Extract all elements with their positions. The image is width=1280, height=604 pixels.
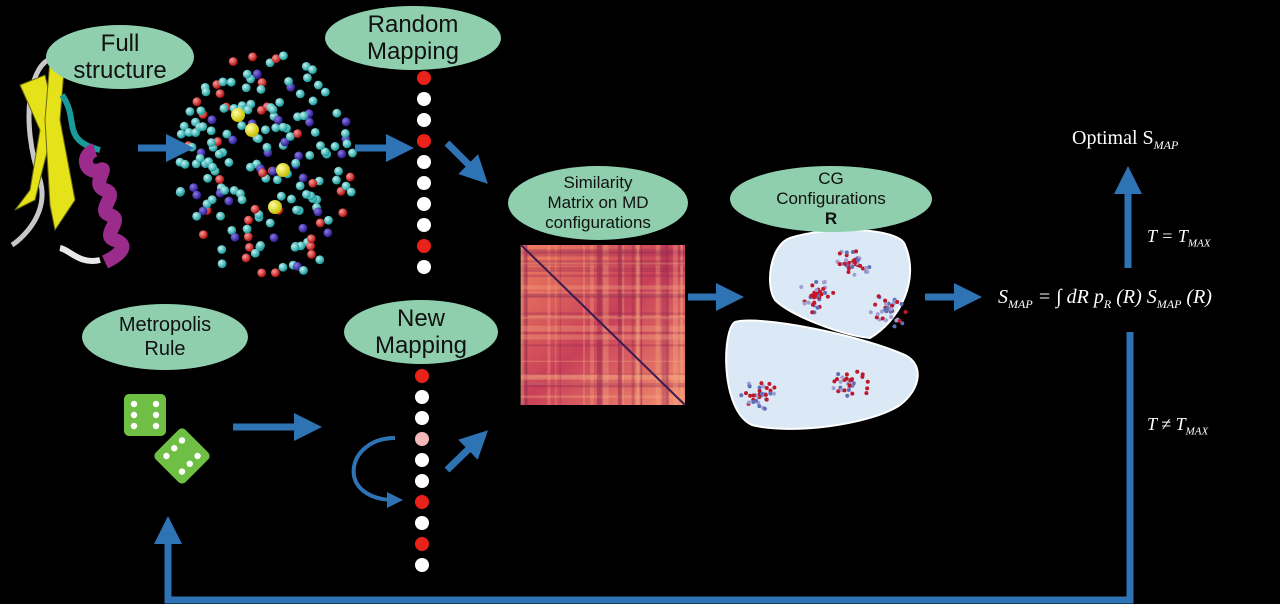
dice-icon xyxy=(124,394,210,484)
mapping-site xyxy=(415,537,429,551)
mapping-site xyxy=(417,239,431,253)
random-mapping-sites xyxy=(417,71,431,274)
mapping-site xyxy=(415,516,429,530)
new-mapping-label: New Mapping xyxy=(374,305,468,359)
mapping-site xyxy=(417,92,431,106)
metropolis-rule-label: Metropolis Rule xyxy=(118,314,212,360)
mapping-site xyxy=(415,453,429,467)
mapping-site xyxy=(417,113,431,127)
arrow-swap-loop xyxy=(351,436,403,508)
cg-configurations-bubble: CG Configurations R xyxy=(730,166,932,232)
mapping-site xyxy=(417,218,431,232)
mapping-site xyxy=(417,176,431,190)
random-mapping-label: Random Mapping xyxy=(366,11,460,65)
full-structure-bubble: Full structure xyxy=(46,25,194,89)
full-structure-label: Full structure xyxy=(73,30,167,84)
mapping-site xyxy=(415,390,429,404)
similarity-matrix-bubble: Similarity Matrix on MD configurations xyxy=(508,166,688,240)
random-mapping-bubble: Random Mapping xyxy=(325,6,501,70)
mapping-site xyxy=(417,155,431,169)
new-mapping-bubble: New Mapping xyxy=(344,300,498,364)
flow-arrows xyxy=(138,134,1142,604)
mapping-site xyxy=(415,474,429,488)
protein-cartoon xyxy=(10,57,130,269)
optimal-smap-label: Optimal SMAP xyxy=(1072,127,1179,152)
cg-configurations-label: CG Configurations xyxy=(776,169,886,208)
metropolis-rule-bubble: Metropolis Rule xyxy=(82,304,248,370)
mapping-site xyxy=(415,495,429,509)
mapping-site xyxy=(417,134,431,148)
arrow-feedback-loop xyxy=(154,332,1134,604)
mapping-site xyxy=(417,260,431,274)
condition-t-notequal-tmax: T ≠ TMAX xyxy=(1147,414,1209,438)
similarity-matrix-heatmap xyxy=(520,244,686,406)
mapping-site xyxy=(415,432,429,446)
mapping-site xyxy=(417,71,431,85)
mapping-site xyxy=(415,369,429,383)
arrow-mapping-to-matrix xyxy=(444,140,488,184)
cg-configurations-symbol: R xyxy=(824,209,838,228)
mapping-site xyxy=(415,558,429,572)
smap-equation: SMAP = ∫ dR pR (R) SMAP (R) xyxy=(998,286,1212,311)
atomistic-model xyxy=(175,51,357,278)
mapping-site xyxy=(415,411,429,425)
similarity-matrix-label: Similarity Matrix on MD configurations xyxy=(545,173,651,232)
arrow-newmapping-to-matrix xyxy=(444,430,489,473)
mapping-site xyxy=(417,197,431,211)
new-mapping-sites xyxy=(415,369,429,572)
condition-t-equal-tmax: T = TMAX xyxy=(1147,226,1211,250)
cg-configurations-cloud xyxy=(725,228,919,430)
